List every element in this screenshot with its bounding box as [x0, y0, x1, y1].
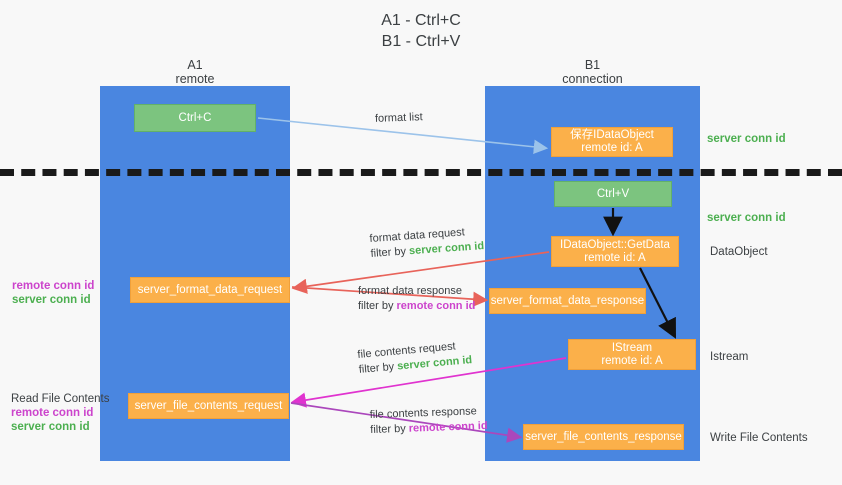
node-idataobject-getdata[interactable]: IDataObject::GetData remote id: A: [551, 236, 679, 267]
filter-value-remote-conn-id: remote conn id: [408, 419, 488, 435]
column-header-a1: A1 remote: [175, 58, 215, 86]
node-server-format-data-request[interactable]: server_format_data_request: [130, 277, 290, 303]
left-label-read-group: Read File Contents remote conn id server…: [11, 392, 109, 434]
arrow-label-format-data-response-filter: filter by remote conn id: [358, 299, 475, 314]
left-label-remote-conn-id-2: remote conn id: [11, 407, 94, 419]
side-label-data-object: DataObject: [710, 246, 768, 258]
arrow-label-format-data-response-text: format data response: [358, 285, 462, 297]
filter-value-server-conn-id: server conn id: [408, 240, 485, 258]
left-label-server-conn-id-2: server conn id: [11, 421, 90, 433]
column-header-b1: B1 connection: [562, 58, 623, 86]
filter-prefix: filter by: [358, 300, 397, 312]
page-title: A1 - Ctrl+C B1 - Ctrl+V: [381, 12, 461, 50]
node-ctrl-c[interactable]: Ctrl+C: [134, 104, 256, 132]
side-label-server-conn-id-2: server conn id: [707, 212, 786, 224]
side-label-write-file-contents: Write File Contents: [710, 432, 808, 444]
filter-value-remote-conn-id: remote conn id: [396, 300, 476, 312]
arrow-label-file-contents-request: file contents request filter by server c…: [357, 338, 473, 378]
left-label-format-group: remote conn id server conn id: [12, 279, 94, 307]
filter-prefix: filter by: [358, 360, 398, 376]
arrow-label-format-data-request: format data request filter by server con…: [369, 224, 485, 262]
node-server-format-data-response[interactable]: server_format_data_response: [489, 288, 646, 314]
node-ctrl-v[interactable]: Ctrl+V: [554, 181, 672, 207]
arrow-label-file-contents-response-filter: filter by remote conn id: [370, 419, 488, 438]
arrow-label-format-list-text: format list: [374, 111, 423, 125]
node-save-idataobject[interactable]: 保存IDataObject remote id: A: [551, 127, 673, 157]
arrow-label-format-list: format list: [375, 110, 423, 127]
left-label-remote-conn-id-1: remote conn id: [12, 280, 95, 292]
side-label-server-conn-id-1: server conn id: [707, 133, 786, 145]
left-label-read-file-contents: Read File Contents: [11, 393, 110, 405]
node-server-file-contents-request[interactable]: server_file_contents_request: [128, 393, 289, 419]
arrow-label-format-data-response: format data response filter by remote co…: [358, 284, 475, 314]
filter-prefix: filter by: [370, 245, 410, 260]
left-label-server-conn-id-1: server conn id: [12, 294, 91, 306]
filter-prefix: filter by: [370, 422, 409, 437]
node-istream[interactable]: IStream remote id: A: [568, 339, 696, 370]
phase-divider-dashed-line: [0, 169, 842, 176]
arrow-label-file-contents-response: file contents response filter by remote …: [370, 404, 488, 438]
node-server-file-contents-response[interactable]: server_file_contents_response: [523, 424, 684, 450]
side-label-istream: Istream: [710, 351, 749, 363]
